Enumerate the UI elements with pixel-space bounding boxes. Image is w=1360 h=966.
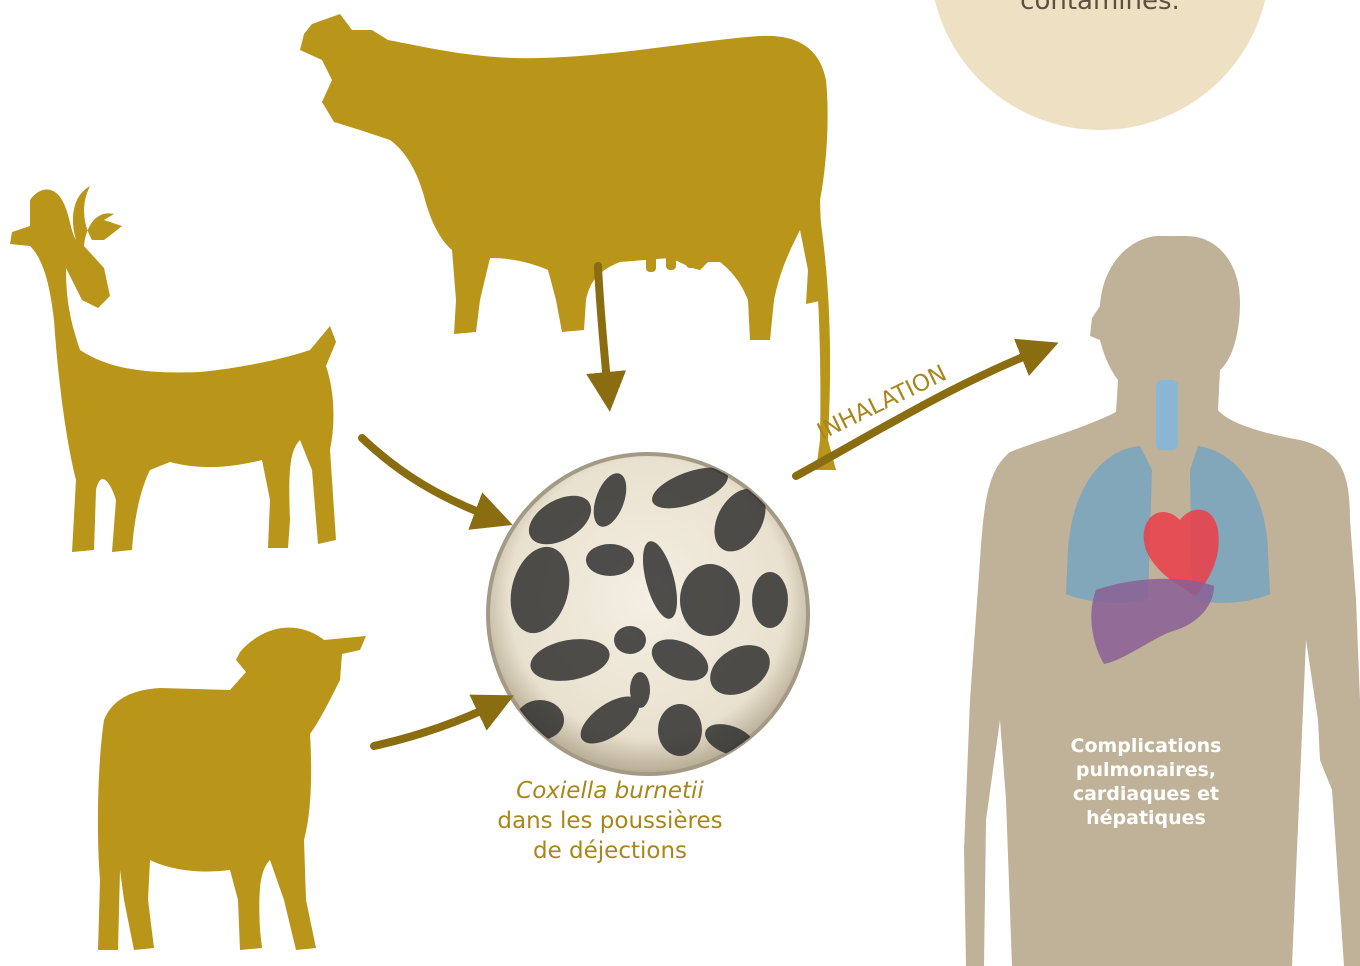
caption-species: Coxiella burnetii <box>480 776 740 806</box>
goat-to-dust-arrow <box>362 438 494 518</box>
sheep-to-dust-arrow <box>374 704 496 746</box>
complications-line-4: hépatiques <box>1056 806 1236 830</box>
complications-label: Complications pulmonaires, cardiaques et… <box>1056 734 1236 830</box>
trachea-icon <box>1156 380 1178 450</box>
sheep-icon <box>98 628 366 950</box>
bacteria-micrograph-icon <box>486 452 810 776</box>
complications-line-3: cardiaques et <box>1056 782 1236 806</box>
caption-line-3: de déjections <box>480 836 740 866</box>
dust-caption: Coxiella burnetii dans les poussières de… <box>480 776 740 866</box>
caption-line-2: dans les poussières <box>480 806 740 836</box>
info-bubble-text: contaminés. <box>1000 0 1200 16</box>
cow-to-dust-arrow <box>598 266 608 392</box>
cow-icon <box>300 14 836 470</box>
complications-line-1: Complications <box>1056 734 1236 758</box>
goat-icon <box>10 186 336 552</box>
complications-line-2: pulmonaires, <box>1056 758 1236 782</box>
info-bubble <box>930 0 1270 130</box>
human-silhouette-icon <box>964 236 1360 966</box>
